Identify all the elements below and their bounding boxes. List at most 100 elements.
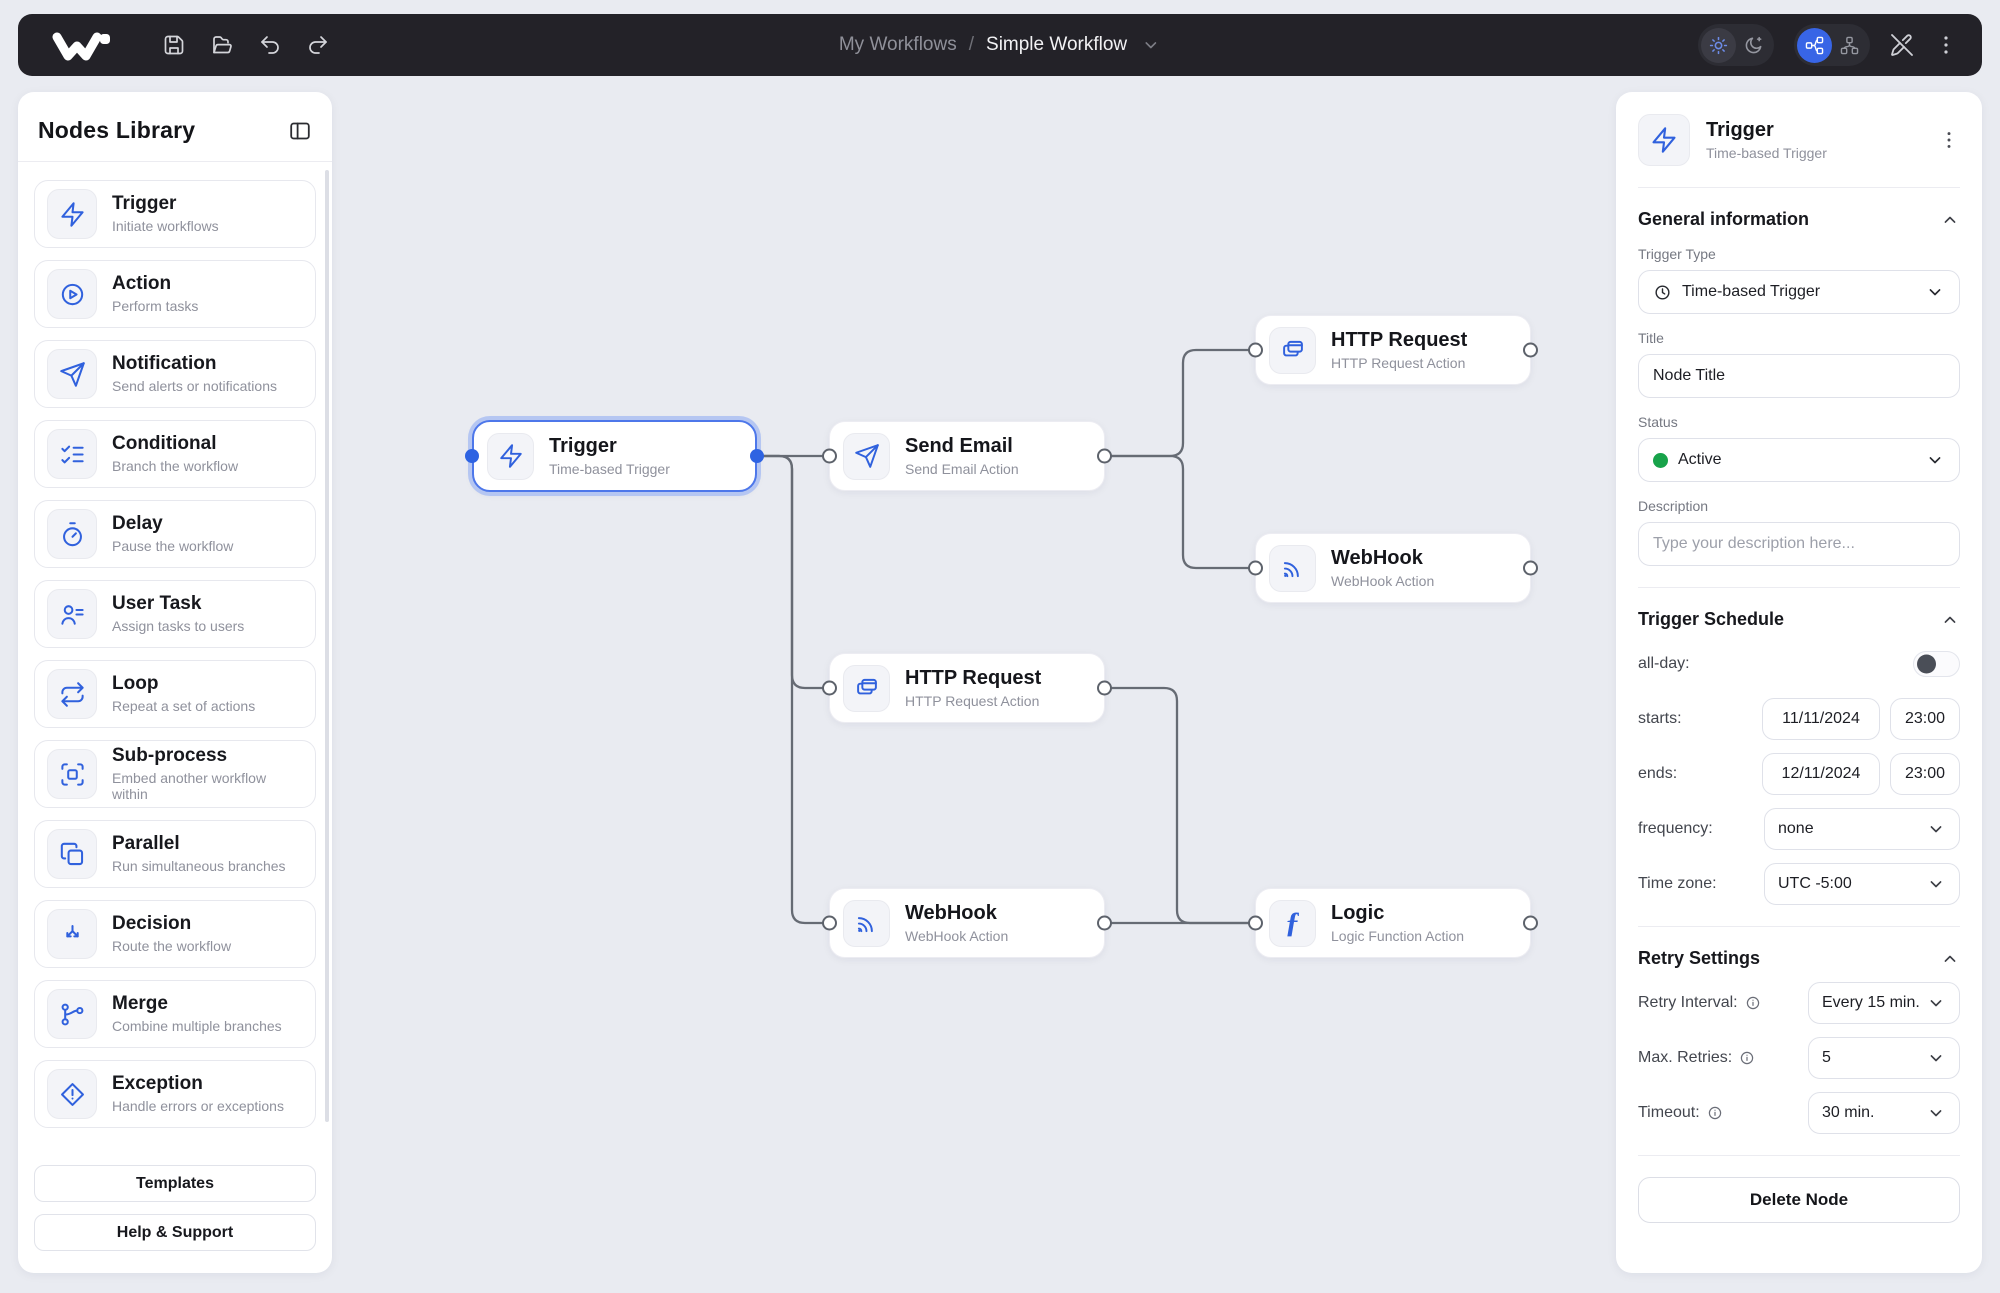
sidebar-item-conditional[interactable]: Conditional Branch the workflow [34, 420, 316, 488]
sidebar-item-exception[interactable]: Exception Handle errors or exceptions [34, 1060, 316, 1128]
browser-windows-icon [1269, 326, 1316, 374]
help-support-button[interactable]: Help & Support [34, 1214, 316, 1251]
canvas-node-trigger[interactable]: Trigger Time-based Trigger [465, 420, 764, 492]
output-port[interactable] [1523, 342, 1538, 358]
vertical-layout-button[interactable] [1832, 28, 1867, 63]
open-folder-icon[interactable] [210, 33, 234, 57]
output-port[interactable] [750, 449, 764, 463]
save-icon[interactable] [162, 33, 186, 57]
retry-interval-value: Every 15 min. [1822, 994, 1920, 1011]
sidebar-divider [18, 161, 332, 162]
ends-time-input[interactable]: 23:00 [1890, 753, 1960, 795]
horizontal-layout-button[interactable] [1797, 27, 1832, 63]
sidebar-collapse-button[interactable] [288, 119, 312, 143]
redo-icon[interactable] [306, 33, 330, 57]
node-subtitle: WebHook Action [905, 928, 1009, 944]
trigger-schedule-section-header[interactable]: Trigger Schedule [1638, 609, 1960, 630]
connection-http-mid-logic [1105, 686, 1255, 925]
sidebar-item-notification[interactable]: Notification Send alerts or notification… [34, 340, 316, 408]
sidebar-item-desc: Handle errors or exceptions [112, 1098, 284, 1115]
sidebar-item-parallel[interactable]: Parallel Run simultaneous branches [34, 820, 316, 888]
general-information-section-header[interactable]: General information [1638, 209, 1960, 230]
breadcrumb-current[interactable]: Simple Workflow [986, 34, 1128, 55]
trigger-type-select[interactable]: Time-based Trigger [1638, 270, 1960, 314]
starts-date-input[interactable]: 11/11/2024 [1762, 698, 1880, 740]
undo-icon[interactable] [258, 33, 282, 57]
canvas-node-http-request-top[interactable]: HTTP Request HTTP Request Action [1248, 315, 1538, 385]
ends-date-input[interactable]: 12/11/2024 [1762, 753, 1880, 795]
timezone-select[interactable]: UTC -5:00 [1764, 863, 1960, 905]
input-port[interactable] [1248, 560, 1263, 576]
all-day-toggle[interactable] [1913, 651, 1960, 677]
divider [1638, 926, 1960, 927]
sidebar-item-merge[interactable]: Merge Combine multiple branches [34, 980, 316, 1048]
output-port[interactable] [1523, 560, 1538, 576]
sidebar-item-loop[interactable]: Loop Repeat a set of actions [34, 660, 316, 728]
templates-button[interactable]: Templates [34, 1165, 316, 1202]
info-icon[interactable] [1707, 1105, 1723, 1121]
canvas-node-logic[interactable]: ƒ Logic Logic Function Action [1248, 888, 1538, 958]
title-input[interactable] [1638, 354, 1960, 398]
starts-label: starts: [1638, 710, 1682, 727]
sidebar-item-trigger[interactable]: Trigger Initiate workflows [34, 180, 316, 248]
chevron-down-icon [1926, 874, 1946, 894]
delete-node-button[interactable]: Delete Node [1638, 1177, 1960, 1223]
output-port[interactable] [1097, 915, 1112, 931]
sidebar-item-delay[interactable]: Delay Pause the workflow [34, 500, 316, 568]
canvas-node-webhook-bottom[interactable]: WebHook WebHook Action [822, 888, 1112, 958]
flow-vertical-icon [1839, 35, 1860, 56]
edit-disabled-button[interactable] [1890, 33, 1914, 57]
sidebar-item-decision[interactable]: Decision Route the workflow [34, 900, 316, 968]
sidebar-item-title: Notification [112, 352, 217, 374]
workflow-switcher-chevron-down-icon[interactable] [1141, 35, 1161, 55]
info-icon[interactable] [1739, 1050, 1755, 1066]
dark-theme-button[interactable] [1736, 28, 1771, 63]
topbar-more-menu-button[interactable] [1934, 33, 1958, 57]
split-arrows-icon [47, 909, 97, 959]
input-port[interactable] [822, 448, 837, 464]
output-port[interactable] [1523, 915, 1538, 931]
starts-time-input[interactable]: 23:00 [1890, 698, 1960, 740]
chevron-up-icon [1940, 949, 1960, 969]
sidebar-scrollbar[interactable] [325, 170, 329, 1122]
canvas-node-send-email[interactable]: Send Email Send Email Action [822, 421, 1112, 491]
timeout-select[interactable]: 30 min. [1808, 1092, 1960, 1134]
breadcrumb-parent[interactable]: My Workflows [838, 34, 957, 55]
canvas-node-http-request-middle[interactable]: HTTP Request HTTP Request Action [822, 653, 1112, 723]
max-retries-label: Max. Retries: [1638, 1049, 1733, 1066]
sidebar-item-action[interactable]: Action Perform tasks [34, 260, 316, 328]
section-title: Trigger Schedule [1638, 609, 1785, 629]
sidebar-item-user-task[interactable]: User Task Assign tasks to users [34, 580, 316, 648]
input-port[interactable] [822, 915, 837, 931]
zap-icon [487, 432, 534, 480]
sidebar-item-desc: Initiate workflows [112, 218, 219, 235]
git-merge-icon [47, 989, 97, 1039]
inspector-more-menu-button[interactable] [1938, 129, 1960, 151]
retry-settings-section-header[interactable]: Retry Settings [1638, 948, 1960, 969]
output-port[interactable] [1097, 448, 1112, 464]
chevron-down-icon [1926, 819, 1946, 839]
canvas-node-webhook-middle[interactable]: WebHook WebHook Action [1248, 533, 1538, 603]
sidebar-item-desc: Branch the workflow [112, 458, 239, 475]
info-icon[interactable] [1745, 995, 1761, 1011]
moon-icon [1743, 35, 1764, 56]
description-input[interactable] [1638, 522, 1960, 566]
flow-horizontal-icon [1804, 35, 1825, 56]
retry-interval-select[interactable]: Every 15 min. [1808, 982, 1960, 1024]
input-port[interactable] [465, 449, 479, 463]
divider [1638, 587, 1960, 588]
node-inspector-panel: Trigger Time-based Trigger General infor… [1616, 92, 1982, 1273]
light-theme-button[interactable] [1701, 27, 1736, 63]
input-port[interactable] [1248, 915, 1263, 931]
input-port[interactable] [822, 680, 837, 696]
sidebar-item-desc: Pause the workflow [112, 538, 234, 555]
chevron-down-icon [1926, 1048, 1946, 1068]
node-subtitle: HTTP Request Action [1331, 355, 1466, 371]
status-select[interactable]: Active [1638, 438, 1960, 482]
output-port[interactable] [1097, 680, 1112, 696]
frequency-select[interactable]: none [1764, 808, 1960, 850]
max-retries-select[interactable]: 5 [1808, 1037, 1960, 1079]
input-port[interactable] [1248, 342, 1263, 358]
sidebar-item-sub-process[interactable]: Sub-process Embed another workflow withi… [34, 740, 316, 808]
trigger-type-label: Trigger Type [1638, 246, 1716, 262]
